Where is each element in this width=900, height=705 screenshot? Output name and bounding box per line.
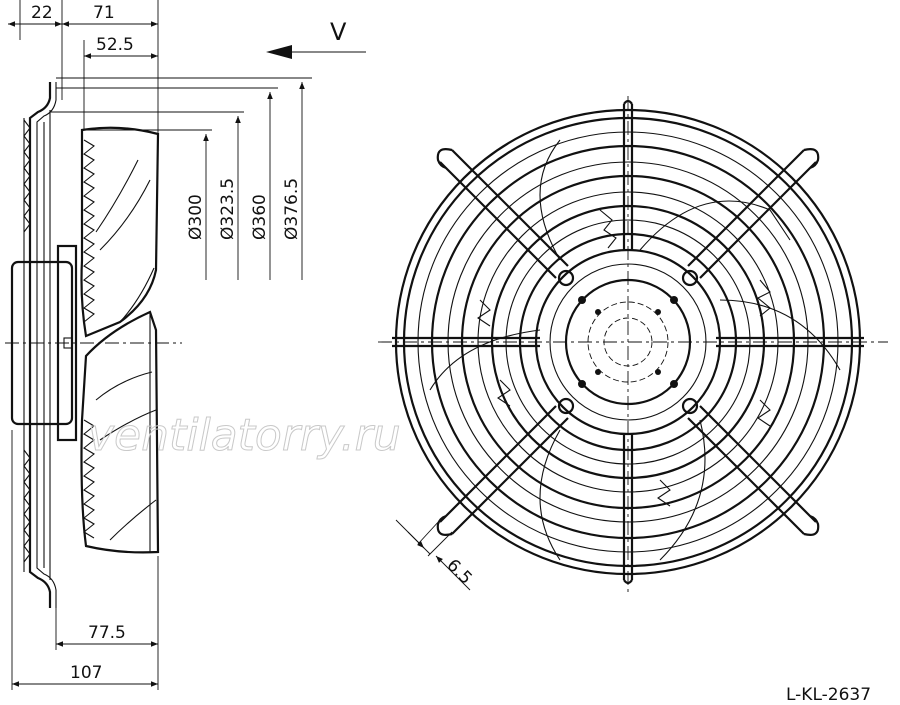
mounting-bolts [557, 269, 699, 415]
guard-rings [394, 108, 862, 576]
hole-dimension: 6.5 [395, 519, 476, 591]
dim-dia-360: Ø360 [250, 194, 270, 240]
dim-107: 107 [70, 663, 102, 683]
airflow-arrow: V [266, 18, 366, 59]
upper-blade [80, 126, 160, 338]
motor-body [10, 244, 78, 442]
diameter-dimensions: Ø300 Ø323.5 Ø360 Ø376.5 [50, 77, 312, 280]
top-dimensions: 22 71 52.5 [8, 0, 159, 150]
dim-6-5: 6.5 [442, 555, 475, 588]
airflow-label: V [330, 18, 347, 46]
dim-77-5: 77.5 [88, 623, 126, 643]
dim-52-5: 52.5 [96, 35, 134, 55]
support-rods [392, 99, 864, 585]
watermark: ventilatorry.ru [88, 410, 401, 461]
dim-22: 22 [31, 3, 53, 23]
dim-dia-300: Ø300 [186, 194, 206, 240]
hub [564, 278, 692, 406]
dim-dia-376-5: Ø376.5 [282, 178, 302, 240]
lower-blade [80, 310, 160, 554]
dim-71: 71 [93, 3, 115, 23]
dim-dia-323-5: Ø323.5 [218, 178, 238, 240]
bottom-dimensions: 77.5 107 [11, 430, 159, 690]
guard-flange [23, 82, 57, 608]
drawing-code: L-KL-2637 [786, 685, 871, 705]
side-view: 22 71 52.5 Ø300 Ø323.5 Ø360 Ø376.5 [5, 0, 366, 690]
impeller-blades [429, 139, 841, 561]
front-view: 6.5 [378, 96, 888, 596]
